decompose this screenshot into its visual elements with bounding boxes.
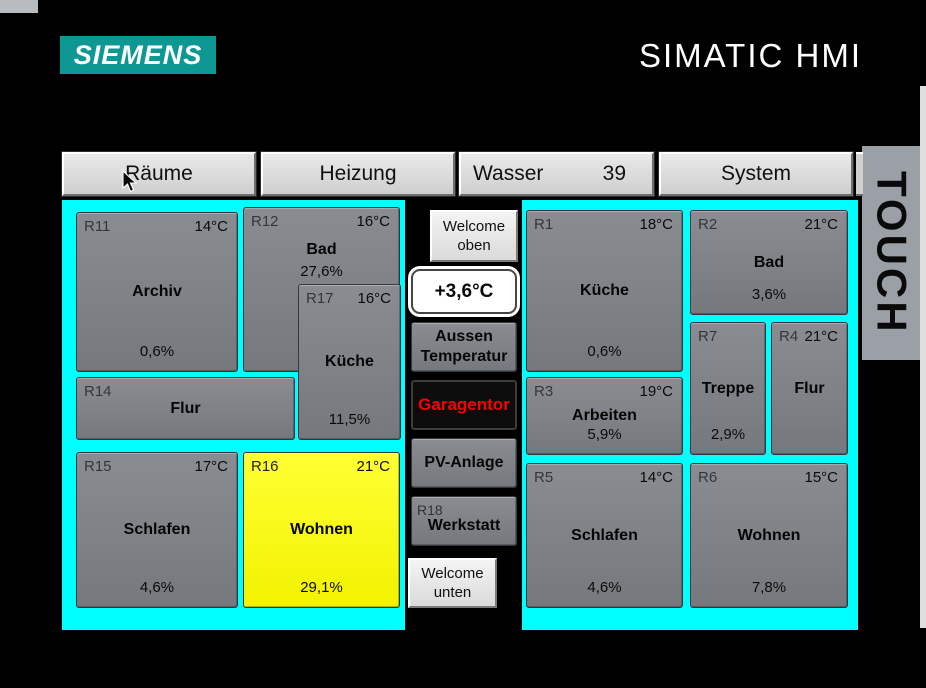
room-percent: 5,9% [587, 426, 622, 443]
room-temp: 15°C [804, 469, 838, 486]
room-name: Flur [794, 379, 825, 397]
room-percent: 29,1% [300, 579, 343, 596]
room-tile-r4[interactable]: R4 21°C Flur [771, 322, 848, 455]
room-name: Küche [325, 353, 374, 370]
room-id: R16 [251, 458, 279, 475]
tab-heizung-label: Heizung [319, 162, 397, 185]
tab-raeume[interactable]: Räume [61, 151, 257, 197]
room-tile-r7[interactable]: R7 Treppe 2,9% [690, 322, 766, 455]
tab-system[interactable]: System [658, 151, 854, 197]
room-id: R5 [534, 469, 554, 486]
room-percent: 7,8% [751, 579, 787, 596]
room-name: Wohnen [737, 526, 801, 544]
room-tile-r14[interactable]: R14 Flur [76, 377, 295, 440]
room-id: R12 [251, 213, 279, 230]
room-name: Schlafen [123, 521, 191, 538]
room-percent: 4,6% [139, 579, 175, 596]
tab-wasser[interactable]: Wasser 39 [458, 151, 655, 197]
room-temp: 14°C [639, 469, 673, 486]
welcome-oben-line2: oben [457, 237, 491, 254]
room-id: R11 [84, 218, 111, 235]
tab-heizung[interactable]: Heizung [260, 151, 456, 197]
room-id: R15 [84, 458, 112, 475]
room-percent: 0,6% [139, 343, 175, 360]
werkstatt-label: Werkstatt [427, 517, 501, 534]
room-tile-r3[interactable]: R3 19°C Arbeiten 5,9% [526, 377, 683, 455]
room-tile-r1[interactable]: R1 18°C Küche 0,6% [526, 210, 683, 372]
room-tile-r17[interactable]: R17 16°C Küche 11,5% [298, 284, 401, 440]
room-name: Arbeiten [572, 407, 637, 424]
room-id: R6 [698, 469, 718, 486]
aussen-temperatur-button[interactable]: Aussen Temperatur [411, 322, 517, 372]
room-name: Archiv [132, 283, 182, 300]
bezel-right-edge [920, 86, 926, 628]
room-percent: 4,6% [587, 579, 622, 596]
werkstatt-room-id: R18 [417, 502, 443, 518]
garagentor-button[interactable]: Garagentor [411, 380, 517, 430]
room-id: R7 [698, 328, 718, 345]
outside-temperature-value[interactable]: +3,6°C [411, 269, 517, 314]
room-id: R4 [779, 328, 799, 345]
room-id: R2 [698, 216, 718, 233]
room-temp: 17°C [194, 458, 228, 475]
room-name: Wohnen [290, 521, 353, 538]
welcome-unten-line1: Welcome [421, 565, 484, 582]
aussen-temperatur-line1: Aussen [435, 328, 493, 345]
room-percent: 11,5% [328, 411, 371, 428]
tab-wasser-label: Wasser [473, 162, 544, 185]
pv-anlage-button[interactable]: PV-Anlage [411, 438, 517, 488]
bezel-corner-artifact [0, 0, 38, 13]
room-percent: 2,9% [710, 426, 746, 443]
room-tile-r2[interactable]: R2 21°C Bad 3,6% [690, 210, 848, 315]
room-tile-r11[interactable]: R11 14°C Archiv 0,6% [76, 212, 238, 372]
welcome-unten-button[interactable]: Welcome unten [408, 558, 497, 608]
room-tile-r5[interactable]: R5 14°C Schlafen 4,6% [526, 463, 683, 608]
pv-anlage-label: PV-Anlage [424, 454, 504, 471]
room-id: R14 [84, 383, 112, 400]
siemens-logo: SIEMENS [60, 36, 216, 74]
room-temp: 16°C [356, 213, 390, 230]
room-id: R3 [534, 383, 554, 400]
outside-temperature-text: +3,6°C [434, 280, 494, 302]
room-temp: 16°C [357, 290, 391, 307]
tab-wasser-value: 39 [602, 162, 626, 185]
welcome-oben-line1: Welcome [442, 218, 506, 235]
room-name: Bad [306, 241, 337, 258]
room-temp: 21°C [356, 458, 390, 475]
tab-raeume-label: Räume [125, 162, 193, 185]
room-tile-r16-active[interactable]: R16 21°C Wohnen 29,1% [243, 452, 400, 608]
room-id: R1 [534, 216, 554, 233]
welcome-unten-line2: unten [433, 584, 472, 601]
welcome-oben-button[interactable]: Welcome oben [430, 210, 518, 262]
room-name: Küche [580, 282, 629, 299]
touch-bezel-label: TOUCH [862, 146, 921, 360]
room-percent: 27,6% [300, 263, 343, 280]
product-title: SIMATIC HMI [638, 37, 862, 74]
room-temp: 14°C [194, 218, 228, 235]
room-temp: 18°C [639, 216, 673, 233]
room-tile-r6[interactable]: R6 15°C Wohnen 7,8% [690, 463, 848, 608]
room-temp: 21°C [804, 328, 838, 345]
room-tile-r15[interactable]: R15 17°C Schlafen 4,6% [76, 452, 238, 608]
room-name: Treppe [701, 379, 755, 397]
room-name: Bad [753, 253, 785, 271]
room-percent: 0,6% [587, 343, 622, 360]
room-temp: 21°C [804, 216, 838, 233]
garagentor-label: Garagentor [418, 395, 510, 414]
room-id: R17 [306, 290, 334, 307]
room-percent: 3,6% [751, 286, 787, 303]
tab-system-label: System [720, 162, 791, 185]
room-name: Flur [170, 399, 201, 417]
werkstatt-button[interactable]: R18 Werkstatt [411, 496, 517, 546]
aussen-temperatur-line2: Temperatur [420, 348, 508, 365]
tab-overflow-sliver [856, 152, 863, 196]
room-name: Schlafen [571, 526, 638, 544]
room-temp: 19°C [639, 383, 673, 400]
